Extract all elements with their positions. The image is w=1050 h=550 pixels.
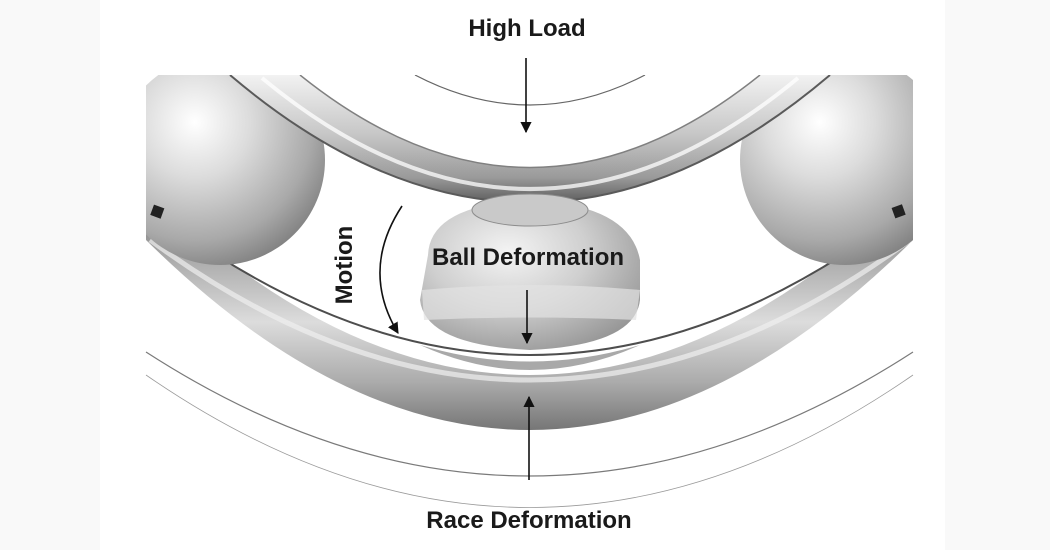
cage-rivet-left xyxy=(150,204,165,219)
side-ball-left xyxy=(146,75,325,265)
left-margin-band xyxy=(0,0,100,550)
high-load-label: High Load xyxy=(468,15,585,42)
center-ball xyxy=(420,193,640,350)
side-ball-right xyxy=(740,75,913,265)
race-deformation-label: Race Deformation xyxy=(426,507,631,534)
outer-race xyxy=(146,190,913,430)
motion-label: Motion xyxy=(331,226,358,305)
curved-arrow-icon xyxy=(379,205,403,334)
cage-rivet-right xyxy=(891,204,906,219)
right-margin-band xyxy=(950,0,1050,550)
inner-race xyxy=(229,75,831,204)
ball-deformation-label: Ball Deformation xyxy=(432,244,624,271)
